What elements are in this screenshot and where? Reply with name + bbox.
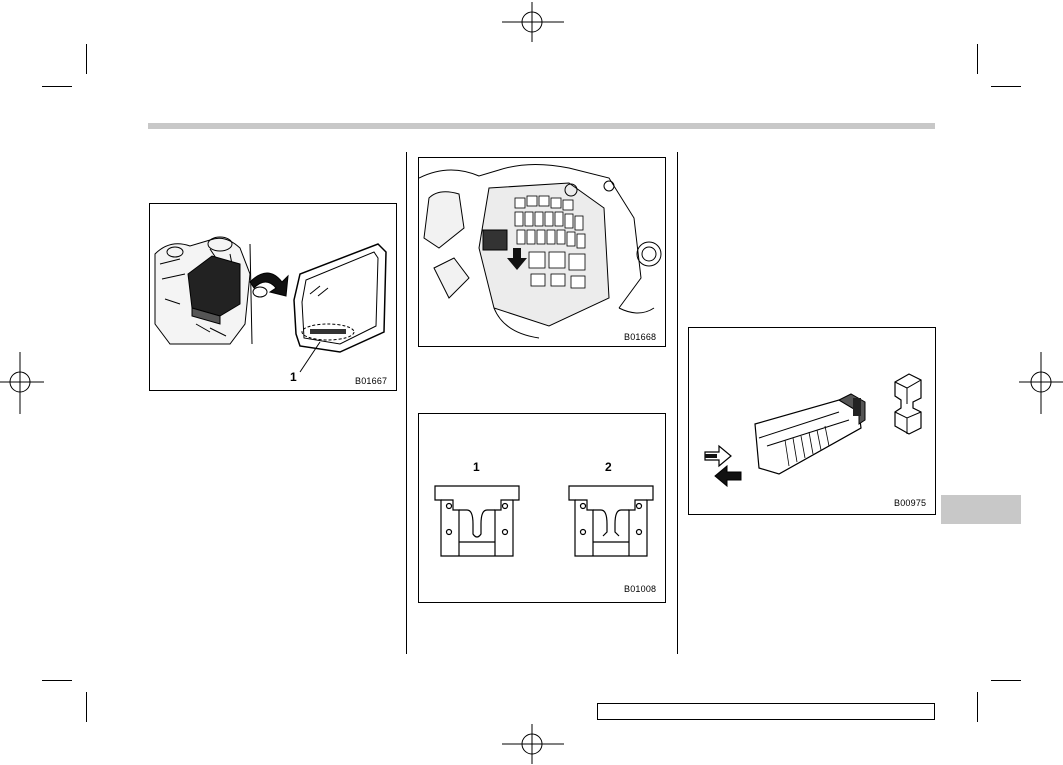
figure-fuse-box-cover: 1 B01667 <box>149 203 397 391</box>
figure-fuse-puller: B00975 <box>688 327 936 515</box>
fuse-comparison-illustration <box>434 485 654 557</box>
figure-code: B01008 <box>624 584 657 594</box>
section-tab <box>941 495 1021 524</box>
footer-box <box>597 703 935 720</box>
figure-fuse-comparison: 1 2 B01008 <box>418 413 666 603</box>
figure-callout-1: 1 <box>290 370 297 384</box>
fuse-panel-illustration <box>419 163 662 339</box>
registration-mark-right <box>1019 352 1063 414</box>
registration-mark-top <box>502 2 564 42</box>
registration-mark-bottom <box>502 724 564 764</box>
fuse-box-cover-illustration <box>154 236 387 373</box>
fuse-puller-illustration <box>704 373 922 488</box>
crop-mark <box>86 44 87 74</box>
crop-mark <box>977 44 978 74</box>
crop-mark <box>991 680 1021 681</box>
column-divider-left <box>406 152 407 654</box>
figure-callout-2: 2 <box>605 460 612 474</box>
figure-code: B01667 <box>355 376 388 386</box>
crop-mark <box>86 692 87 722</box>
crop-mark <box>991 86 1021 87</box>
figure-callout-1: 1 <box>473 460 480 474</box>
figure-fuse-panel: B01668 <box>418 157 666 347</box>
crop-mark <box>42 680 72 681</box>
crop-mark <box>42 86 72 87</box>
header-bar <box>148 123 935 129</box>
column-divider-right <box>677 152 678 654</box>
figure-code: B00975 <box>894 498 927 508</box>
crop-mark <box>977 692 978 722</box>
registration-mark-left <box>0 352 44 414</box>
figure-code: B01668 <box>624 332 657 342</box>
